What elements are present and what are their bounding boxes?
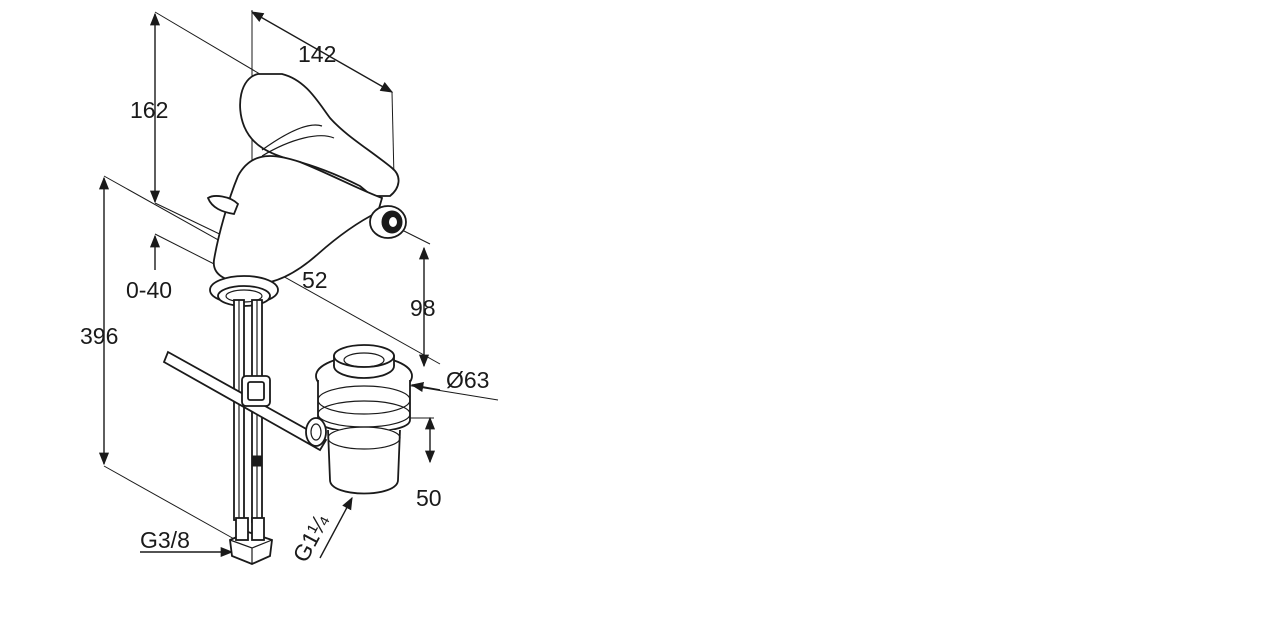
dim-162-label: 162 xyxy=(130,97,168,123)
mixer-tap-illustration xyxy=(162,73,413,565)
dim-diameter-63-label: Ø63 xyxy=(446,367,489,393)
dim-98-label: 98 xyxy=(410,295,436,321)
dim-142-label: 142 xyxy=(298,41,336,67)
thread-g1-1-4-label: G1¼ xyxy=(287,509,334,566)
dim-0-40-label: 0-40 xyxy=(126,277,172,303)
dim-396-label: 396 xyxy=(80,323,118,349)
dim-50-label: 50 xyxy=(416,485,442,511)
dim-52-label: 52 xyxy=(302,267,328,293)
dimension-lines xyxy=(98,10,499,559)
thread-g3-8-label: G3/8 xyxy=(140,527,190,553)
